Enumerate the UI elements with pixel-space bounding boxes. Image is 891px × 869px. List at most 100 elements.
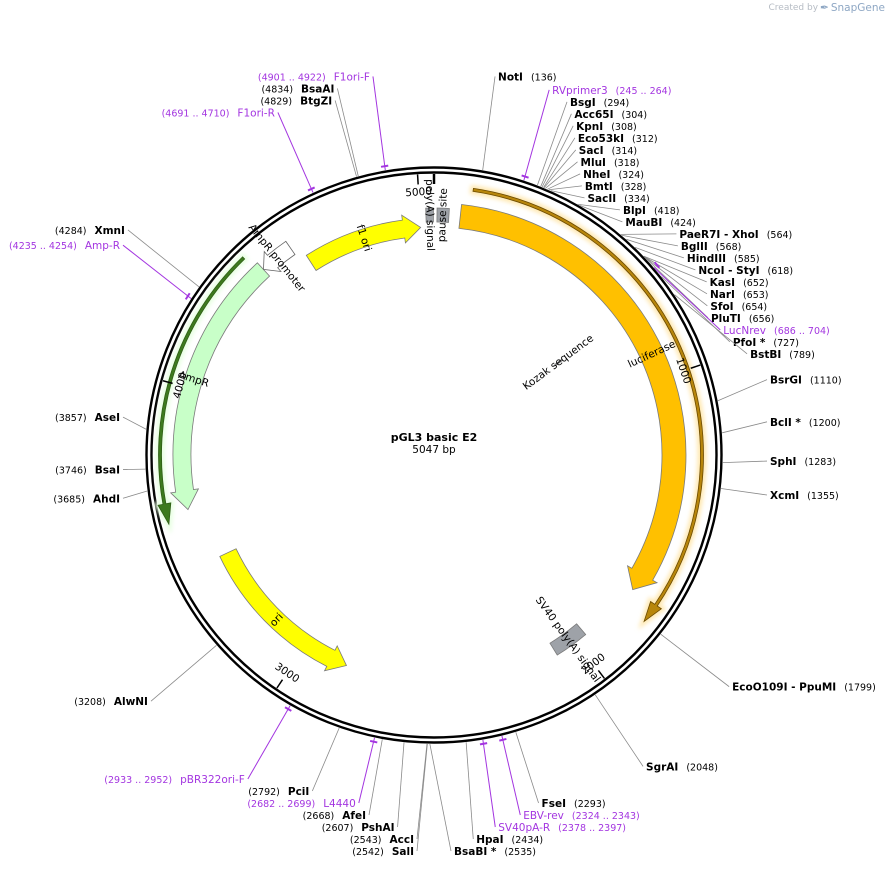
primer-lucnrev[interactable]: LucNrev(686 .. 704): [653, 261, 830, 337]
site-xmni[interactable]: (4284)XmnI: [55, 225, 200, 288]
site-label: BsaBI *(2535): [454, 846, 536, 858]
feature-poly-a-signal[interactable]: poly(A) signal: [423, 179, 436, 251]
site-ahdi[interactable]: (3685)AhdI: [53, 490, 148, 505]
site-name: KpnI: [576, 121, 603, 133]
feature-ori[interactable]: ori: [219, 548, 348, 672]
site-name: BsaBI *: [454, 846, 497, 858]
backbone-outer-strand: [145, 166, 723, 744]
site-ecoo109i-ppumi[interactable]: EcoO109I - PpuMI(1799): [660, 633, 876, 694]
site-sali[interactable]: (2542)SalI: [352, 743, 428, 858]
site-xcmi[interactable]: XcmI(1355): [720, 488, 839, 502]
site-bglii[interactable]: BglII(568): [621, 234, 742, 253]
site-fsei[interactable]: FseI(2293): [515, 732, 606, 810]
site-kpni[interactable]: KpnI (308): [541, 121, 637, 188]
site-position: (1110): [810, 376, 842, 387]
site-name: HindIII: [687, 253, 726, 265]
site-noti[interactable]: NotI(136): [482, 71, 557, 171]
primer-binding-mark: [369, 739, 378, 744]
site-sacii[interactable]: SacII(334): [550, 190, 650, 205]
site-name: SphI: [770, 456, 796, 468]
feature-arc[interactable]: [169, 262, 271, 511]
site-bcli[interactable]: BclI *(1200): [722, 417, 840, 434]
feature-arc[interactable]: [549, 623, 587, 656]
primer-name: SV40pA-R: [498, 822, 550, 834]
primer-f1ori-f[interactable]: (4901 .. 4922)F1ori-F: [258, 71, 389, 171]
site-asei[interactable]: (3857)AseI: [55, 412, 147, 430]
site-btgzi[interactable]: (4829)BtgZI: [260, 95, 357, 177]
site-label: (3685)AhdI: [53, 493, 120, 505]
feature-kozak-sequence[interactable]: Kozak sequence: [521, 332, 596, 392]
site-bsabi[interactable]: BsaBI *(2535): [429, 743, 536, 858]
feature-f1-ori[interactable]: f1 ori: [305, 214, 422, 272]
site-label: NcoI - StyI(618): [698, 265, 793, 277]
site-name: (2542): [352, 847, 384, 858]
site-alwni[interactable]: (3208)AlwNI: [74, 644, 217, 708]
site-bsaai[interactable]: (4834)BsaAI: [261, 83, 359, 177]
primer-rvprimer3[interactable]: RVprimer3(245 .. 264): [521, 85, 672, 181]
site-paer7i-xhoi[interactable]: PaeR7I - XhoI(564): [620, 229, 793, 241]
feature-pause-site[interactable]: pause site: [436, 188, 450, 242]
feature-arc[interactable]: [219, 548, 348, 672]
primer-l4440[interactable]: (2682 .. 2699)L4440: [247, 737, 378, 810]
ampr-highlight-track: [157, 256, 246, 526]
site-bstbi[interactable]: BstBI(789): [674, 294, 815, 361]
site-sgrai[interactable]: SgrAI(2048): [594, 694, 718, 774]
site-nhei[interactable]: NheI(324): [547, 169, 644, 190]
tick-mark: [416, 174, 419, 185]
feature-arc[interactable]: [436, 207, 450, 223]
site-sfoi[interactable]: SfoI(654): [643, 256, 767, 313]
site-leader-line: [722, 460, 768, 464]
feature-luciferase[interactable]: luciferase: [458, 184, 707, 630]
site-leader-line: [722, 421, 768, 434]
site-position: (308): [611, 122, 637, 133]
primer-ebv-rev[interactable]: EBV-rev(2324 .. 2343): [499, 735, 640, 822]
feature-ampr[interactable]: AmpR: [153, 252, 271, 535]
site-position: (294): [604, 98, 630, 109]
site-acc65i[interactable]: Acc65I(304): [540, 109, 647, 187]
site-bsrgi[interactable]: BsrGI (1110): [717, 375, 842, 402]
site-saci[interactable]: SacI(314): [543, 145, 637, 189]
site-pcii[interactable]: (2792)PciI: [248, 727, 340, 798]
plasmid-length: 5047 bp: [412, 444, 456, 456]
site-bsai[interactable]: (3746)BsaI: [55, 465, 146, 477]
site-ncoi-styi[interactable]: NcoI - StyI(618): [634, 247, 793, 277]
site-kasi[interactable]: KasI(652): [643, 255, 769, 289]
site-name: BglII: [681, 241, 708, 253]
primer-pbr322ori-f[interactable]: (2933 .. 2952)pBR322ori-F: [104, 705, 292, 786]
site-mlui[interactable]: MluI(318): [545, 157, 640, 189]
site-name: BsrGI: [770, 375, 802, 387]
site-pshai[interactable]: (2607)PshAI: [322, 742, 405, 834]
site-label: (2543)AccI: [350, 834, 414, 846]
site-position: (727): [773, 338, 799, 349]
site-blpi[interactable]: BlpI(418): [577, 203, 680, 217]
primer-sv40pa-r[interactable]: SV40pA-R(2378 .. 2397): [479, 739, 626, 834]
primer-binding-mark: [653, 261, 661, 269]
site-hpai[interactable]: HpaI(2434): [465, 742, 543, 846]
site-sphi[interactable]: SphI(1283): [722, 456, 836, 468]
feature-arc[interactable]: [305, 214, 422, 272]
site-name: MluI: [581, 157, 606, 169]
site-name: (3746): [55, 466, 87, 477]
feature-arc[interactable]: [263, 240, 296, 272]
primer-f1ori-r[interactable]: (4691 .. 4710)F1ori-R: [162, 107, 316, 193]
primer-leader-line: [358, 737, 376, 804]
feature-label: Kozak sequence: [521, 332, 596, 392]
feature-arc[interactable]: [458, 204, 687, 591]
feature-arc[interactable]: [554, 359, 563, 367]
site-position: (424): [670, 218, 696, 229]
primer-name: (4691 .. 4710): [162, 108, 230, 119]
primer-amp-r[interactable]: (4235 .. 4254)Amp-R: [9, 240, 192, 300]
site-bmti[interactable]: BmtI(328): [548, 181, 647, 193]
site-label: NarI(653): [710, 289, 769, 301]
primer-binding-mark: [479, 742, 488, 746]
primer-position: F1ori-F: [334, 71, 370, 83]
site-acci[interactable]: (2543)AccI: [350, 743, 428, 846]
primer-binding-mark: [499, 737, 507, 742]
site-eco53ki[interactable]: Eco53kI(312): [543, 133, 658, 188]
feature-arc[interactable]: [425, 207, 434, 223]
site-maubi[interactable]: MauBI(424): [579, 204, 696, 229]
site-hindiii[interactable]: HindIII(585): [626, 238, 760, 265]
site-afei[interactable]: (2668)AfeI: [303, 739, 383, 822]
site-bsgi[interactable]: BsgI(294): [537, 97, 630, 186]
site-label: (2792)PciI: [248, 786, 309, 798]
